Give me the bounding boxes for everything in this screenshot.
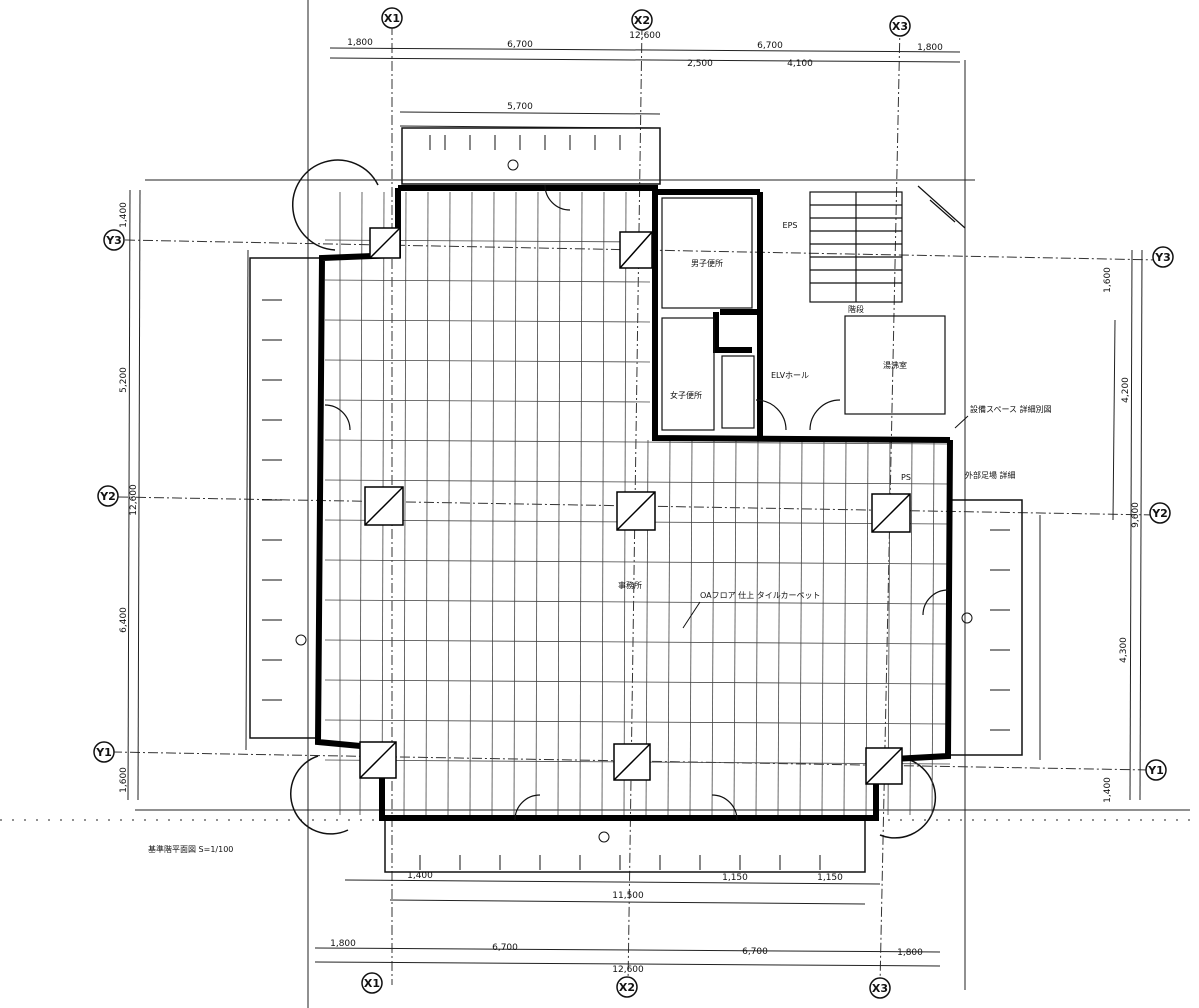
- grid-line-x2: [627, 24, 643, 986]
- dim-top-sub-3: 4,100: [787, 59, 813, 69]
- column-x3-y2: [871, 493, 911, 533]
- room-label-stair: 階段: [848, 304, 864, 314]
- room-label-hall: ELVホール: [771, 371, 809, 380]
- svg-text:X2: X2: [619, 981, 635, 994]
- grid-line-y1: [111, 751, 1151, 771]
- axis-bubble-y2-left: Y2: [97, 485, 119, 507]
- exterior-walls: [314, 185, 953, 821]
- dim-left-span-2: 6,400: [119, 607, 129, 633]
- dim-left-overall: 12,600: [129, 484, 139, 516]
- room-label-office: 事務所: [618, 580, 642, 590]
- dim-left-span-1: 5,200: [119, 367, 129, 393]
- dim-left-sub-1: 1,400: [119, 202, 129, 228]
- dim-bottom-sub-2: 1,150: [722, 873, 748, 883]
- room-labels: 事務所 男子便所 女子便所 EPS 階段 ELVホール 湯沸室 PS: [618, 221, 911, 590]
- dimension-texts: 1,800 6,700 6,700 1,800 5,700 2,500 4,10…: [119, 31, 1141, 975]
- svg-text:Y1: Y1: [1147, 764, 1164, 777]
- axis-bubble-x1-top: X1: [381, 7, 403, 29]
- room-label-shaft: PS: [901, 473, 911, 482]
- axis-bubble-x2-bottom: X2: [616, 976, 638, 998]
- dim-top-sub-1: 5,700: [507, 102, 533, 112]
- column-x1-y3: [369, 227, 401, 259]
- dim-top-span-2: 6,700: [757, 41, 783, 51]
- svg-text:Y3: Y3: [105, 234, 122, 247]
- room-label-pantry: 湯沸室: [883, 360, 907, 370]
- dim-bottom-overall: 12,600: [612, 965, 644, 975]
- note-center: OAフロア 仕上 タイルカーペット: [700, 590, 820, 600]
- dim-bottom-right-margin: 1,800: [897, 948, 923, 958]
- dim-bottom-left-margin: 1,800: [330, 939, 356, 949]
- dim-top-sub-2: 2,500: [687, 59, 713, 69]
- svg-text:Y2: Y2: [1151, 507, 1168, 520]
- dim-bottom-span-1: 6,700: [492, 943, 518, 953]
- left-balcony: [249, 257, 321, 739]
- office-floor-grid: [324, 191, 951, 816]
- column-x2-y3: [619, 231, 653, 269]
- drawing-notes: 基準階平面図 S=1/100 設備スペース 詳細別図 外部足場 詳細 OAフロア…: [148, 404, 1052, 854]
- note-right-1: 設備スペース 詳細別図: [970, 404, 1052, 414]
- svg-text:Y1: Y1: [95, 746, 112, 759]
- dim-bottom-inner: 11,500: [612, 891, 644, 901]
- columns: [359, 227, 911, 785]
- axis-bubble-y1-left: Y1: [93, 741, 115, 763]
- corner-elements: [290, 159, 937, 839]
- svg-text:Y2: Y2: [99, 490, 116, 503]
- bottom-balcony: [384, 819, 866, 873]
- dim-right-sub-1: 1,600: [1103, 267, 1113, 293]
- column-x1-y1: [359, 741, 397, 779]
- column-x2-y1: [613, 743, 651, 781]
- svg-text:X3: X3: [872, 982, 888, 995]
- column-x2-y2: [616, 491, 656, 531]
- service-core: [324, 184, 966, 821]
- dim-top-span-1: 6,700: [507, 40, 533, 50]
- right-balcony: [949, 499, 1023, 756]
- dim-right-overall: 9,600: [1131, 502, 1141, 528]
- svg-text:X3: X3: [892, 20, 908, 33]
- grid-line-x3: [879, 24, 901, 986]
- dim-left-sub-2: 1,600: [119, 767, 129, 793]
- svg-text:Y3: Y3: [1154, 251, 1171, 264]
- dim-right-span-2: 4,300: [1119, 637, 1129, 663]
- dimension-lines: [127, 47, 1143, 967]
- axis-balloons: X1 X2 X3 X1 X2 X3 Y3 Y2: [93, 7, 1174, 999]
- dim-top-left-margin: 1,800: [347, 38, 373, 48]
- dim-top-overall: 12,600: [629, 31, 661, 41]
- axis-bubble-x1-bottom: X1: [361, 972, 383, 994]
- axis-bubble-y1-right: Y1: [1145, 759, 1167, 781]
- dim-bottom-span-2: 6,700: [742, 947, 768, 957]
- svg-text:X2: X2: [634, 14, 650, 27]
- top-balcony: [401, 127, 661, 185]
- room-label-eps: EPS: [783, 221, 798, 230]
- dim-bottom-sub-1: 1,400: [407, 871, 433, 881]
- column-x3-y1: [865, 747, 903, 785]
- dim-bottom-sub-3: 1,150: [817, 873, 843, 883]
- dim-top-right-margin: 1,800: [917, 43, 943, 53]
- dim-right-sub-2: 1,400: [1103, 777, 1113, 803]
- axis-bubble-x2-top: X2: [631, 9, 653, 31]
- svg-text:X1: X1: [364, 977, 380, 990]
- axis-bubble-x3-bottom: X3: [869, 977, 891, 999]
- axis-bubble-y3-right: Y3: [1152, 246, 1174, 268]
- room-label-wc-m: 男子便所: [691, 258, 723, 268]
- axis-bubble-x3-top: X3: [889, 15, 911, 37]
- note-bottom-left: 基準階平面図 S=1/100: [148, 844, 233, 854]
- note-right-2: 外部足場 詳細: [965, 470, 1016, 480]
- column-x1-y2: [364, 486, 404, 526]
- axis-bubble-y3-left: Y3: [103, 229, 125, 251]
- axis-bubble-y2-right: Y2: [1149, 502, 1171, 524]
- svg-text:X1: X1: [384, 12, 400, 25]
- dim-right-span-1: 4,200: [1121, 377, 1131, 403]
- room-label-wc-f: 女子便所: [670, 390, 702, 400]
